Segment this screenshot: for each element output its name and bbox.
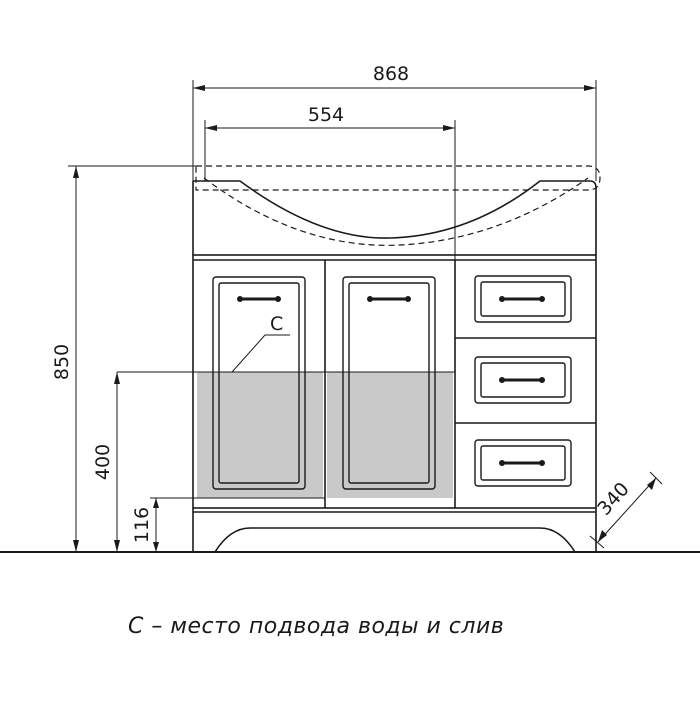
dim-plumbing-height-label: 400 (92, 444, 114, 480)
basin-top (195, 165, 601, 246)
cabinet-body (192, 254, 597, 509)
plinth (192, 508, 597, 553)
drawer-bottom-handle (499, 460, 545, 466)
dim-basin-width (204, 120, 456, 260)
dim-depth (589, 471, 663, 549)
dim-height-total-label: 850 (51, 344, 73, 380)
drawer-middle (474, 356, 572, 404)
plumbing-zone-right (327, 372, 453, 498)
legend-text: С – место подвода воды и слив (128, 614, 505, 639)
basin-body (192, 180, 597, 255)
dim-width-total (192, 80, 597, 181)
door-right (342, 276, 436, 490)
dim-plumbing-height (114, 372, 120, 552)
drawer-middle-handle (499, 377, 545, 383)
dim-basin-width-label: 554 (308, 104, 344, 126)
dim-plinth-height (150, 497, 325, 552)
door-left (212, 276, 306, 490)
drawer-top-handle (499, 296, 545, 302)
handle-left (237, 296, 281, 302)
dim-height-total (68, 165, 196, 552)
plumbing-zone-left (197, 372, 323, 498)
handle-right (367, 296, 411, 302)
callout-leader (231, 334, 290, 373)
dim-plinth-height-label: 116 (131, 507, 153, 543)
callout-label: C (270, 313, 283, 335)
dim-depth-label: 340 (593, 478, 634, 520)
drawer-top (474, 275, 572, 323)
drawer-bottom (474, 439, 572, 487)
dim-width-total-label: 868 (373, 63, 409, 85)
